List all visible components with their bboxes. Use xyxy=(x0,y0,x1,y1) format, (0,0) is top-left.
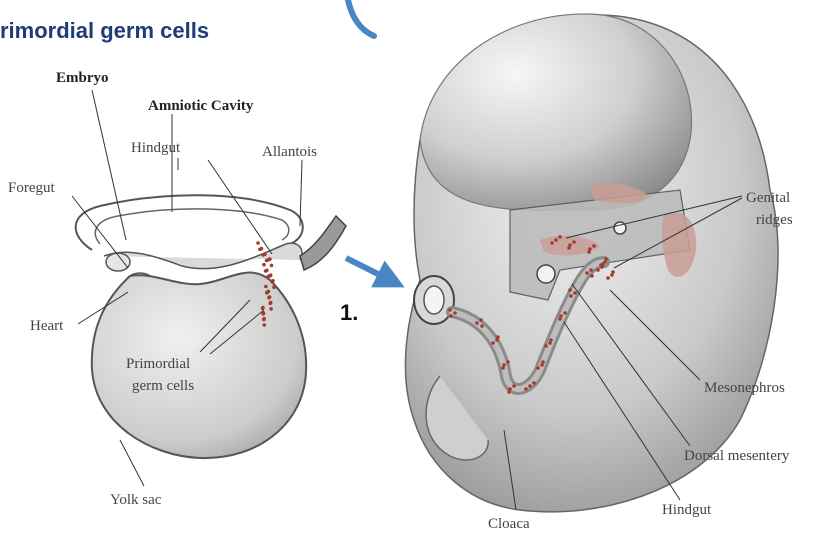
label-allantois: Allantois xyxy=(262,144,317,160)
germ-cell-dot xyxy=(558,235,562,239)
germ-cell-dot xyxy=(453,311,457,315)
label-foregut: Foregut xyxy=(8,180,55,196)
germ-cell-dot xyxy=(502,363,506,367)
germ-cell-dot xyxy=(592,244,596,248)
germ-cell-dot xyxy=(604,257,608,261)
germ-cell-dot xyxy=(588,247,592,251)
label-amniotic-cavity: Amniotic Cavity xyxy=(148,98,254,114)
germ-cell-dot xyxy=(270,264,274,268)
germ-cell-dot xyxy=(261,306,265,310)
germ-cell-dot xyxy=(528,384,532,388)
germ-cell-dot xyxy=(589,268,593,272)
label-heart: Heart xyxy=(30,318,64,334)
germ-cell-dot xyxy=(269,301,273,305)
germ-cell-dot xyxy=(491,341,495,345)
germ-cell-dot xyxy=(573,291,577,295)
germ-cell-dot xyxy=(264,285,268,289)
germ-cell-dot xyxy=(263,252,267,256)
germ-cell-dot xyxy=(272,285,276,289)
label-ridges: ridges xyxy=(756,212,793,228)
allantois-stalk xyxy=(300,216,346,270)
germ-cell-dot xyxy=(512,384,516,388)
germ-cell-dot xyxy=(263,323,267,327)
germ-cell-dot xyxy=(559,314,563,318)
germ-cell-dot xyxy=(269,307,273,311)
germ-cell-dot xyxy=(475,321,479,325)
germ-cell-dot xyxy=(549,338,553,342)
germ-cell-dot xyxy=(596,268,600,272)
germ-cell-dot xyxy=(541,360,545,364)
germ-cell-dot xyxy=(554,238,558,242)
label-hindgut-left: Hindgut xyxy=(131,140,181,156)
left-diagram xyxy=(76,195,346,458)
label-genital: Genital xyxy=(746,190,790,206)
germ-cell-dot xyxy=(260,247,264,251)
germ-cell-dot xyxy=(572,240,576,244)
germ-cell-dot xyxy=(269,273,273,277)
curved-arrow-top xyxy=(348,0,374,36)
germ-cell-dot xyxy=(532,381,536,385)
germ-cell-dot xyxy=(496,335,500,339)
germ-cell-dot xyxy=(262,263,266,267)
page-title: rimordial germ cells xyxy=(0,18,209,43)
germ-cell-dot xyxy=(267,290,271,294)
germ-cell-dot xyxy=(544,344,548,348)
label-hindgut-right: Hindgut xyxy=(662,502,712,518)
label-primordial: Primordial xyxy=(126,356,190,372)
germ-cell-dot xyxy=(524,387,528,391)
germ-cell-dot xyxy=(563,311,567,315)
label-dorsal-mesentery: Dorsal mesentery xyxy=(684,448,790,464)
germ-cell-dot xyxy=(479,318,483,322)
germ-cell-dot xyxy=(590,274,594,278)
label-embryo: Embryo xyxy=(56,70,109,86)
germ-cell-dot xyxy=(568,243,572,247)
right-diagram xyxy=(405,14,778,512)
germ-cell-dot xyxy=(256,241,260,245)
germ-cell-dot xyxy=(268,295,272,299)
germ-cell-dot xyxy=(262,317,266,321)
label-mesonephros: Mesonephros xyxy=(704,380,785,396)
germ-cell-dot xyxy=(569,294,573,298)
step-label: 1. xyxy=(340,300,358,325)
germ-cell-dot xyxy=(611,270,615,274)
germ-cell-dot xyxy=(480,324,484,328)
germ-cell-dot xyxy=(585,271,589,275)
label-germ-cells: germ cells xyxy=(132,378,194,394)
germ-cell-dot xyxy=(506,360,510,364)
pointer-arrow xyxy=(346,258,394,282)
amnion-membrane xyxy=(76,195,303,250)
label-yolk-sac: Yolk sac xyxy=(110,492,162,508)
germ-cell-dot xyxy=(265,269,269,273)
embryo-head xyxy=(420,14,692,210)
germ-cell-dot xyxy=(449,314,453,318)
germ-cell-dot xyxy=(271,279,275,283)
germ-cell-dot xyxy=(268,257,272,261)
germ-cell-dot xyxy=(568,288,572,292)
yolk-sac xyxy=(92,273,306,459)
germ-cell-dot xyxy=(536,366,540,370)
germ-cell-dot xyxy=(508,387,512,391)
germ-cell-dot xyxy=(448,308,452,312)
label-cloaca: Cloaca xyxy=(488,516,530,532)
germ-cell-dot xyxy=(606,276,610,280)
germ-cell-dot xyxy=(550,241,554,245)
germ-cell-dot xyxy=(601,262,605,266)
